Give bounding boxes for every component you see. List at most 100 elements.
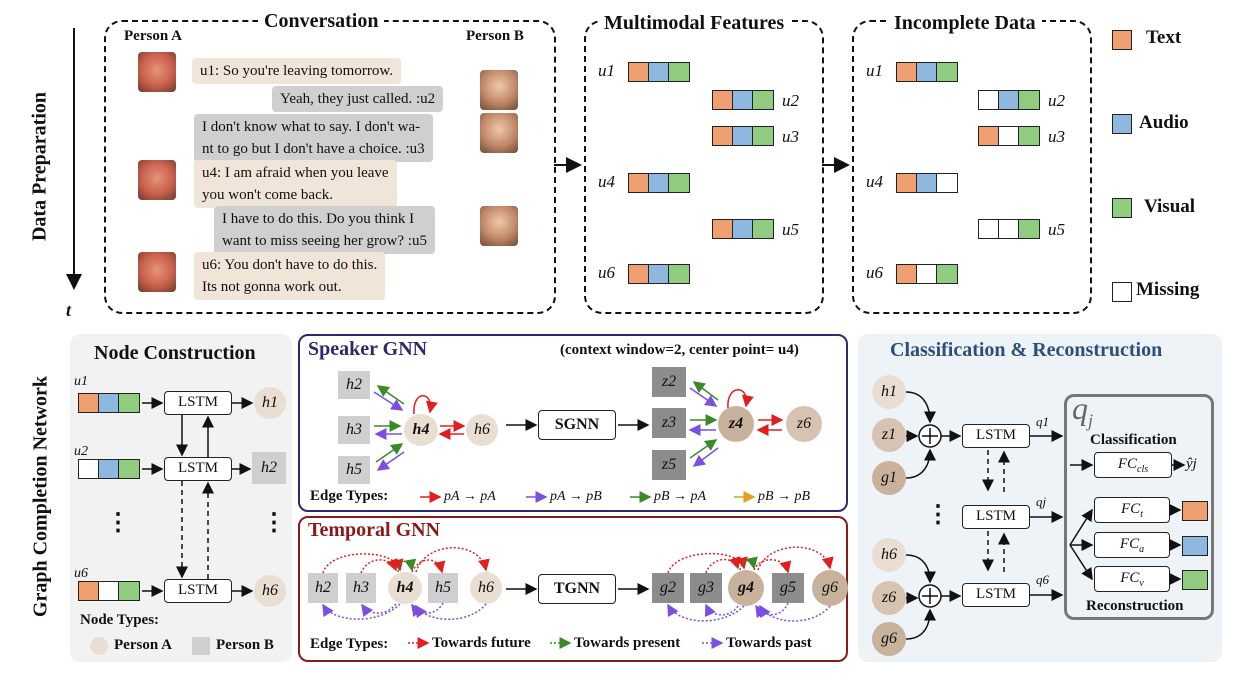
fc-v: FCv xyxy=(1094,566,1170,592)
nc-lstm-2: LSTM xyxy=(164,457,232,481)
nc-lstm-1: LSTM xyxy=(164,391,232,415)
tgnn-node-g6: g6 xyxy=(812,570,848,606)
sgnn-node-z6: z6 xyxy=(786,406,822,442)
cls-lstm-3: LSTM xyxy=(962,583,1030,607)
cls-input-z1: z1 xyxy=(872,418,906,452)
incomplete-label-u2: u2 xyxy=(1048,91,1065,110)
legend-visual: Visual xyxy=(1144,196,1196,217)
person-a-avatar xyxy=(138,160,176,200)
node-construction-title: Node Construction xyxy=(94,342,256,364)
tgnn-node-h6: h6 xyxy=(470,572,502,604)
incomplete-vector-u2 xyxy=(978,90,1040,110)
cls-input-h1: h1 xyxy=(872,375,906,409)
feature-label-u1: u1 xyxy=(598,61,615,80)
temporal-gnn-title: Temporal GNN xyxy=(308,519,441,541)
feature-label-u5: u5 xyxy=(782,220,799,239)
sgnn-node-h2: h2 xyxy=(338,371,370,399)
sgnn-module: SGNN xyxy=(538,410,616,440)
cls-input-g1: g1 xyxy=(872,461,906,495)
nc-output-h1: h1 xyxy=(254,387,286,419)
legend-swatch-text xyxy=(1112,30,1132,50)
nc-output-h6: h6 xyxy=(254,575,286,607)
sgnn-node-z3: z3 xyxy=(652,408,686,438)
recon-audio-swatch xyxy=(1182,536,1208,556)
cls-qj: qj xyxy=(1036,494,1047,509)
incomplete-label-u3: u3 xyxy=(1048,127,1065,146)
sgnn-edge-type-4: pB → pB xyxy=(758,489,811,504)
qj-box xyxy=(1064,394,1214,620)
recon-visual-swatch xyxy=(1182,570,1208,590)
classification-label: Classification xyxy=(1090,432,1177,448)
person-a-avatar xyxy=(138,252,176,292)
utterance-u2: Yeah, they just called. :u2 xyxy=(272,86,444,112)
feature-vector-u2 xyxy=(712,90,774,110)
cls-output-yhat: ŷj xyxy=(1186,456,1197,472)
tgnn-edge-type-1: Towards future xyxy=(432,635,531,651)
person-b-avatar xyxy=(480,70,518,110)
speaker-gnn-note: (context window=2, center point= u4) xyxy=(560,342,799,358)
node-type-person-b-swatch xyxy=(192,637,210,655)
nc-output-h2: h2 xyxy=(252,452,286,484)
cls-input-h6: h6 xyxy=(872,538,906,572)
utterance-u1: u1: So you're leaving tomorrow. xyxy=(192,58,401,84)
speaker-gnn-panel xyxy=(298,334,848,512)
node-type-person-a: Person A xyxy=(114,637,172,653)
nc-vector-u1 xyxy=(78,393,140,413)
person-a-label: Person A xyxy=(124,28,182,44)
node-type-person-a-swatch xyxy=(90,637,108,655)
node-type-person-b: Person B xyxy=(216,637,274,653)
tgnn-node-g4: g4 xyxy=(728,570,764,606)
legend-missing: Missing xyxy=(1136,279,1200,300)
sgnn-edge-types-title: Edge Types: xyxy=(310,488,389,504)
legend-swatch-audio xyxy=(1112,114,1132,134)
time-label: t xyxy=(66,300,72,320)
nc-input-u2: u2 xyxy=(74,444,88,459)
incomplete-vector-u5 xyxy=(978,219,1040,239)
tgnn-node-h2: h2 xyxy=(308,573,338,603)
feature-label-u4: u4 xyxy=(598,172,615,191)
speaker-gnn-title: Speaker GNN xyxy=(308,338,428,360)
tgnn-node-h5: h5 xyxy=(428,573,458,603)
tgnn-node-g3: g3 xyxy=(690,573,722,603)
multimodal-title: Multimodal Features xyxy=(598,12,791,35)
cls-input-z6: z6 xyxy=(872,581,906,615)
reconstruction-label: Reconstruction xyxy=(1086,598,1184,614)
cls-q1: q1 xyxy=(1036,414,1049,429)
feature-vector-u6 xyxy=(628,264,690,284)
fc-cls: FCcls xyxy=(1094,452,1172,478)
cls-dots-left: ⋮ xyxy=(926,502,950,528)
cls-input-g6: g6 xyxy=(872,622,906,656)
qj-label: qj xyxy=(1072,390,1094,431)
tgnn-node-h4: h4 xyxy=(388,572,422,604)
fc-t: FCt xyxy=(1094,497,1170,523)
node-construction-panel xyxy=(70,334,292,662)
sgnn-node-z4: z4 xyxy=(718,406,754,442)
sgnn-node-z2: z2 xyxy=(652,367,686,397)
recon-text-swatch xyxy=(1182,501,1208,521)
person-a-avatar xyxy=(138,52,176,92)
feature-label-u2: u2 xyxy=(782,91,799,110)
tgnn-edge-type-2: Towards present xyxy=(574,635,681,651)
legend-swatch-visual xyxy=(1112,198,1132,218)
nc-vector-u6 xyxy=(78,581,140,601)
legend-text: Text xyxy=(1146,27,1182,48)
sgnn-edge-type-3: pB → pA xyxy=(654,489,707,504)
sgnn-node-h6: h6 xyxy=(466,414,498,446)
sgnn-node-h3: h3 xyxy=(338,416,370,444)
cls-lstm-2: LSTM xyxy=(962,505,1030,529)
nc-vector-u2 xyxy=(78,459,140,479)
incomplete-vector-u1 xyxy=(896,62,958,82)
sgnn-edge-type-2: pA → pB xyxy=(550,489,602,504)
nc-input-u1: u1 xyxy=(74,374,88,389)
tgnn-edge-type-3: Towards past xyxy=(726,635,812,651)
utterance-u3: I don't know what to say. I don't wa- nt… xyxy=(194,114,433,162)
utterance-u4: u4: I am afraid when you leave you won't… xyxy=(194,160,397,208)
sgnn-node-z5: z5 xyxy=(652,450,686,480)
sgnn-edge-type-1: pA → pA xyxy=(444,489,496,504)
person-b-label: Person B xyxy=(466,28,524,44)
incomplete-title: Incomplete Data xyxy=(888,12,1042,35)
feature-label-u6: u6 xyxy=(598,263,615,282)
feature-vector-u3 xyxy=(712,126,774,146)
tgnn-module: TGNN xyxy=(538,574,616,604)
